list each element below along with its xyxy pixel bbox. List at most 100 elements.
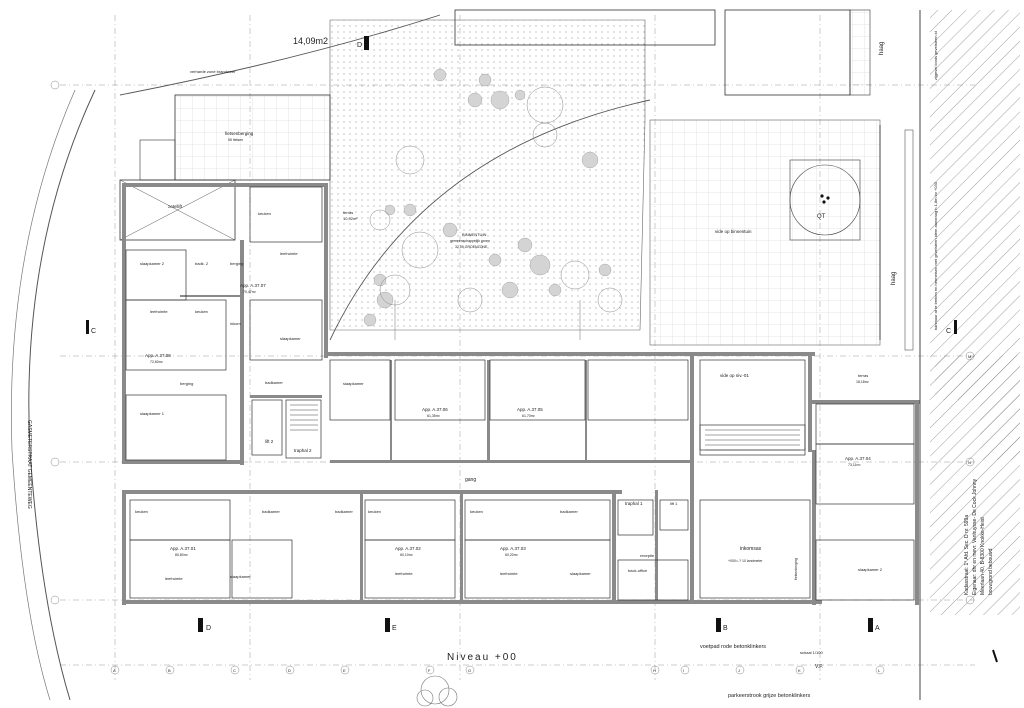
grid-letter: F [428,668,431,673]
room-label: lift 1 [670,501,678,506]
grid-letter: E [343,668,346,673]
room-label: badkamer [265,380,283,385]
neighbour-hatch-bottom [930,355,1020,615]
street-curve [11,89,96,701]
legend-line-4: bouwgrond bebouwd [988,548,994,595]
room-label: +000=-? 10 landmeter [728,559,763,563]
north-arrow-icon [992,649,998,663]
street-left: GASMETERSTRAAT GEMEENTEWEG [26,420,32,509]
room-label: 80,80m² [175,553,189,557]
room-label: inkom [230,321,241,326]
room-label: 61,35m² [427,414,441,418]
room-label: slaapkamer 1 [140,411,165,416]
room-label: zetellift [168,204,183,209]
room-label: App. A.37.04 [845,456,871,461]
section-e-bottom: E [392,625,397,632]
room-label: 10,92m² [343,216,358,221]
room-label: slaapkamer [570,571,591,576]
room-label: QT [817,214,826,220]
legend-line-3: Meerlaan 40, B-8300 Knokke-Heist [980,517,986,595]
grid-letter: K [798,668,801,673]
room-label: zijgevel loods gevelsteen id [933,31,938,80]
room-label: receptie [640,553,655,558]
grid-letter: J [738,668,740,673]
room-label: keuken [135,509,148,514]
room-label: haag [891,272,897,285]
room-label: inkomsas [740,546,762,552]
legend-line-1: Kadasstraat: 1° Afd. Sec. D nr. 599a [964,515,970,595]
trees [363,68,612,327]
section-c-right: C [946,328,951,335]
room-label: slaapkamer 2 [140,261,165,266]
room-label: App. A.37.06 [422,407,448,412]
street-vp: V.P. [815,664,823,670]
room-label: leefruimte [500,571,518,576]
section-b-bottom: B [723,625,728,632]
room-label: gemeenschappelijk groen [450,239,490,243]
room-label: terras [858,373,868,378]
room-label: 60,10m² [400,553,414,557]
room-label: 73,11m² [848,463,861,467]
room-label: lift 2 [265,439,274,444]
area-top: 14,09m2 [293,36,328,46]
room-label: badkamer [560,509,578,514]
grid-letter: B [168,668,171,673]
room-label: 60,20m² [505,553,519,557]
room-label: 18,18m² [856,380,870,384]
street-parking: parkeerstrook grijze betonklinkers [728,693,810,699]
room-label: berging [180,381,193,386]
room-label: vide op niv.-01 [720,373,749,378]
room-label: App. A.37.08 [145,353,171,358]
grid-letter: L [878,668,881,673]
room-label: vide op binnentuin [715,229,752,234]
grid-letter: D [288,668,291,673]
room-label: traphal 1 [625,501,643,506]
room-label: gang [465,477,476,483]
room-label: fietsenberging [225,131,254,136]
plan-title: Niveau +00 [447,652,518,663]
room-label: terras [343,210,353,215]
room-label: traphal 2 [294,448,312,453]
legend-line-2: Eigenaar: dhr en mevr. Vanhuysse- De Coc… [972,478,978,595]
room-label: leefruimte [165,576,183,581]
room-label: 70,47m² [243,290,257,294]
room-label: slaapkamer [230,574,251,579]
room-label: 72,60m² [150,360,164,364]
room-label: slaapkamer 2 [858,567,883,572]
building-walls [122,183,920,605]
grid-letter: I [683,668,684,673]
room-label: 61,70m² [522,414,536,418]
courtyard [329,19,646,331]
room-label: App. A.37.02 [395,546,421,551]
room-label: badk. 2 [195,261,209,266]
room-label: BINNENTUIN [462,232,487,237]
room-label: berging [230,261,243,266]
section-d-bottom: D [206,625,211,632]
section-d-top: D [357,42,362,49]
street-path: voetpad rode betonklinkers [700,644,766,650]
grid-letter: M [968,354,971,359]
staircase [290,404,800,451]
room-label: keuken [195,309,208,314]
grid-letter: C [233,668,236,673]
room-label: badkamer [335,509,353,514]
room-label: leefruimte [280,251,298,256]
room-label: App. A.37.03 [500,546,526,551]
plan-scale: schaal 1/100 [800,650,823,655]
room-label: leefruimte [150,309,168,314]
grid-letter: N [968,460,971,465]
room-label: keuken [470,509,483,514]
room-label: verharde zone brandweer [190,69,236,74]
room-label: slaapkamer [280,336,301,341]
room-label: back-office [628,568,648,573]
section-a-bottom: A [875,625,880,632]
grid-letter: G [468,668,471,673]
room-label: badkamer [262,509,280,514]
room-label: keuken [258,211,271,216]
room-label: 55 fietsen [228,138,243,142]
room-label: tuinmuur af te breken en hermetsen met g… [933,181,938,330]
room-label: App. A.37.07 [240,283,266,288]
room-label: slaapkamer [343,381,364,386]
room-label: haag [879,42,885,55]
